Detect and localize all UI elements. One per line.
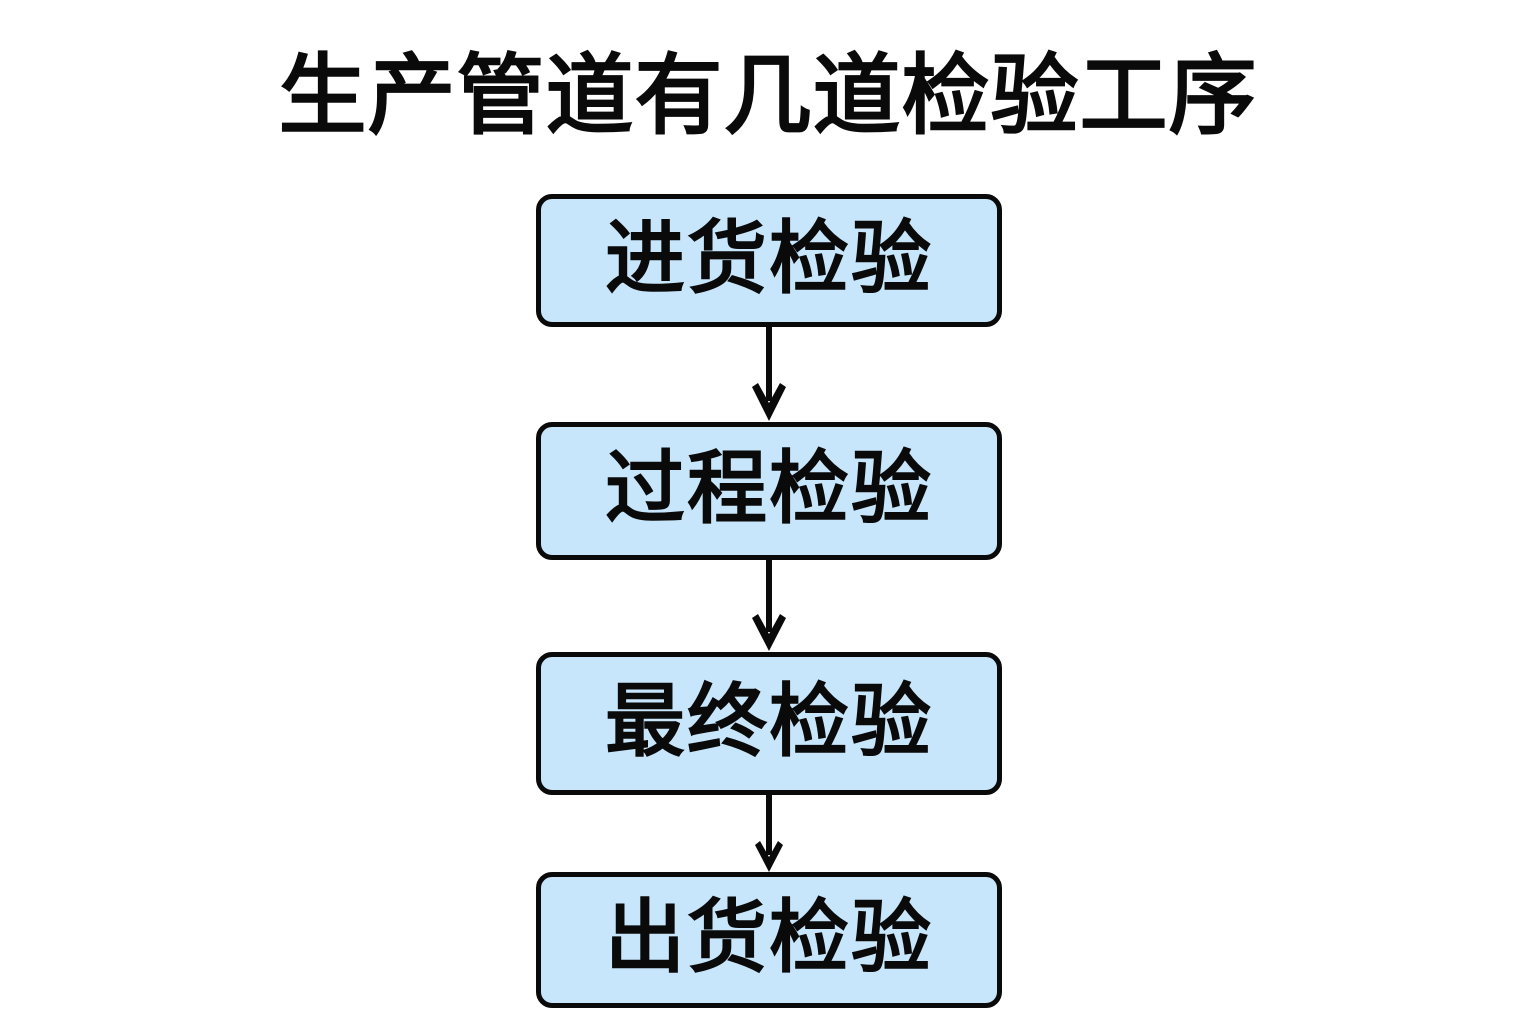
down-arrow-icon [752,558,786,651]
down-arrow-icon [755,793,783,872]
flow-node-label: 出货检验 [605,893,933,982]
flow-connector-2 [750,558,788,654]
flow-node-process-inspection[interactable]: 过程检验 [536,422,1002,560]
flow-connector-3 [750,793,788,874]
flow-node-label: 最终检验 [605,676,933,766]
flow-connector-1 [750,325,788,424]
page-title: 生产管道有几道检验工序 [278,46,1258,145]
flow-node-final-inspection[interactable]: 最终检验 [536,652,1002,795]
flow-node-label: 进货检验 [605,213,933,303]
flow-node-outgoing-inspection[interactable]: 出货检验 [536,872,1002,1008]
down-arrow-icon [752,325,786,421]
flow-node-incoming-inspection[interactable]: 进货检验 [536,194,1002,327]
flow-node-label: 过程检验 [605,444,933,533]
